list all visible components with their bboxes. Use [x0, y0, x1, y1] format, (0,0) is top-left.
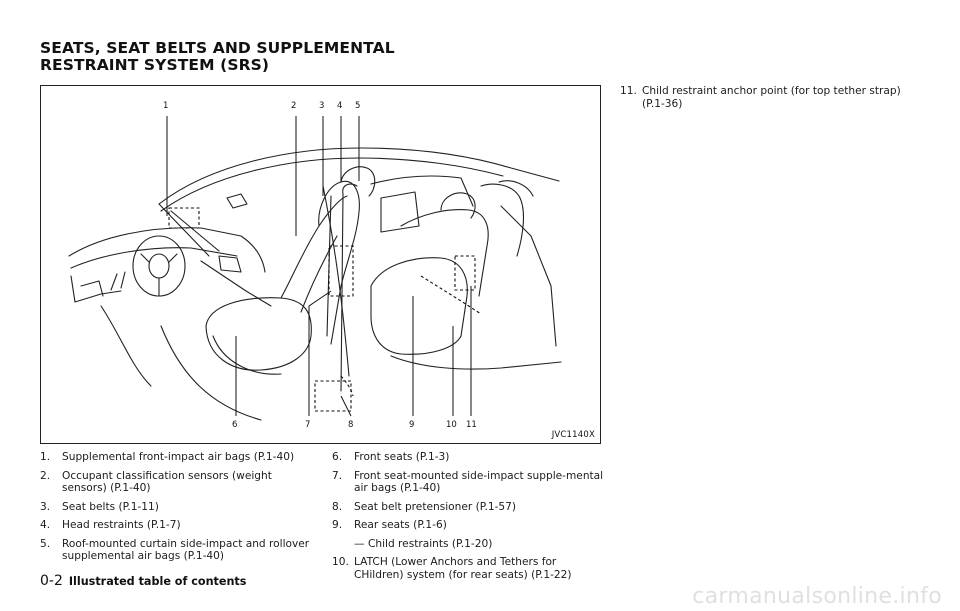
legend-item: 11.Child restraint anchor point (for top…	[620, 85, 901, 110]
legend-item: 8.Seat belt pretensioner (P.1-57)	[332, 500, 517, 513]
legend-item: 3.Seat belts (P.1-11)	[40, 500, 159, 513]
callout-9: 9	[409, 420, 414, 430]
legend-item: 1.Supplemental front-impact air bags (P.…	[40, 451, 295, 463]
section-heading-line2: RESTRAINT SYSTEM (SRS)	[40, 56, 270, 74]
callout-10: 10	[446, 420, 457, 430]
footer-title: Illustrated table of contents	[68, 575, 247, 588]
latch-anchor-box	[454, 255, 476, 291]
legend-item: 4.Head restraints (P.1-7)	[40, 519, 181, 531]
watermark-text: carmanualsonline.info	[692, 584, 942, 609]
vehicle-interior-illustration: 1 2 3 4 5 6 7 8 9 10 11 JVC1140X	[40, 85, 601, 444]
section-heading-line1: SEATS, SEAT BELTS AND SUPPLEMENTAL	[40, 39, 395, 57]
callout-7: 7	[305, 420, 310, 430]
callout-11: 11	[466, 420, 477, 430]
interior-line-drawing: 1 2 3 4 5 6 7 8 9 10 11	[68, 101, 562, 430]
legend-subitem: — Child restraints (P.1-20)	[354, 537, 493, 550]
legend-column-2: 6.Front seats (P.1-3) 7.Front seat-mount…	[332, 451, 604, 587]
legend-column-3: 11.Child restraint anchor point (for top…	[620, 85, 910, 116]
page-number: 0-2	[40, 573, 63, 589]
front-head-restraint	[340, 166, 376, 197]
legend-item: 6.Front seats (P.1-3)	[332, 451, 450, 463]
callout-6: 6	[232, 420, 237, 430]
legend-item: 2.Occupant classification sensors (weigh…	[40, 469, 272, 495]
figure-id: JVC1140X	[551, 430, 595, 440]
callout-8: 8	[348, 420, 353, 430]
airbag-zone-box	[168, 207, 200, 229]
latch-line	[420, 275, 482, 315]
section-heading: SEATS, SEAT BELTS AND SUPPLEMENTAL RESTR…	[40, 40, 395, 74]
legend-item: 9.Rear seats (P.1-6)— Child restraints (…	[332, 519, 604, 550]
callout-1: 1	[163, 101, 168, 111]
side-airbag-zone-box	[328, 245, 354, 297]
callout-2: 2	[291, 101, 296, 111]
legend-column-1: 1.Supplemental front-impact air bags (P.…	[40, 451, 320, 569]
rear-seat-back	[400, 209, 489, 297]
dashboard-top	[68, 227, 266, 273]
callout-5: 5	[355, 101, 360, 111]
headliner-edge	[160, 157, 504, 212]
legend-item: 10.LATCH (Lower Anchors and Tethers for …	[332, 556, 572, 581]
callout-3: 3	[319, 101, 324, 111]
page-footer: 0-2 Illustrated table of contents	[40, 573, 246, 589]
callout-4: 4	[337, 101, 342, 111]
rear-seat-cushion	[370, 257, 468, 355]
legend-item: 7.Front seat-mounted side-impact supple-…	[332, 469, 604, 495]
pretensioner-zone-box	[314, 380, 352, 412]
rear-head-restraint	[440, 192, 476, 219]
roof-outline	[158, 147, 560, 205]
legend-item: 5.Roof-mounted curtain side-impact and r…	[40, 537, 310, 563]
front-seat-cushion	[205, 297, 312, 371]
